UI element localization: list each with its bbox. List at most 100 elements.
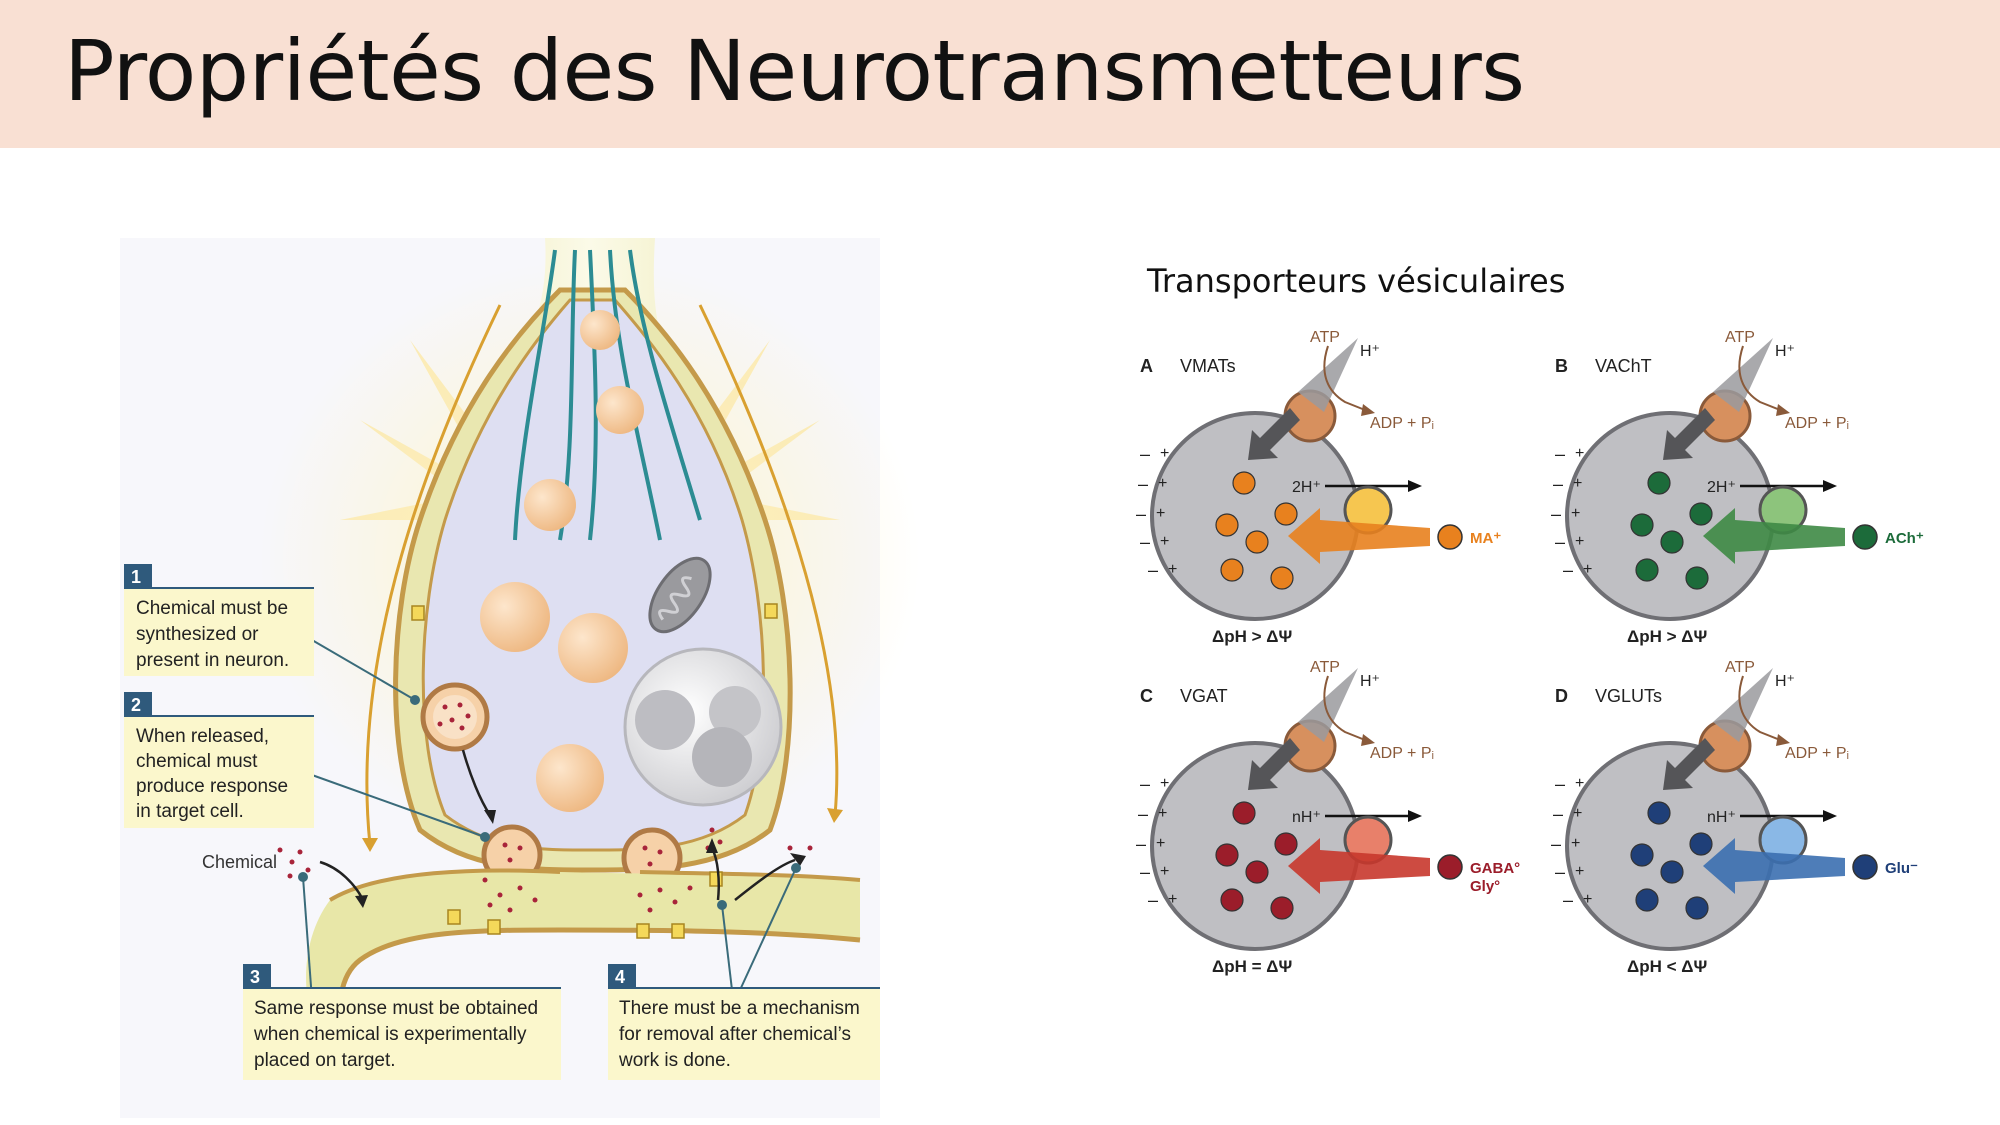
plus-charge: + xyxy=(1575,445,1584,462)
proton-efflux-head xyxy=(1408,810,1422,822)
ligand-label-2: Gly° xyxy=(1470,878,1500,895)
transmitter-molecule xyxy=(1274,502,1298,526)
transmitter-molecule xyxy=(1635,888,1659,912)
adp-label: ADP + Pᵢ xyxy=(1370,415,1434,432)
minus-charge: – xyxy=(1140,862,1150,882)
adp-arrow-head xyxy=(1361,404,1375,416)
transmitter-molecule xyxy=(1660,860,1684,884)
slide-title: Propriétés des Neurotransmetteurs xyxy=(64,22,1525,120)
proton-efflux-head xyxy=(1823,810,1837,822)
transmitter-molecule xyxy=(1270,896,1294,920)
transporters-title: Transporteurs vésiculaires xyxy=(1147,262,1566,300)
minus-charge: – xyxy=(1551,834,1561,854)
transmitter-molecule xyxy=(1220,558,1244,582)
transmitter-molecule xyxy=(1220,888,1244,912)
transmitter-molecule xyxy=(1635,558,1659,582)
gradient-relation: ΔpH > ΔΨ xyxy=(1212,627,1292,646)
plus-charge: + xyxy=(1158,475,1167,492)
gradient-relation: ΔpH = ΔΨ xyxy=(1212,957,1292,976)
minus-charge: – xyxy=(1563,560,1573,580)
plus-charge: + xyxy=(1571,835,1580,852)
substrate-inflow-arrow xyxy=(1288,508,1430,564)
adp-arrow-head xyxy=(1361,734,1375,746)
proton-beam xyxy=(1298,338,1358,412)
transmitter-molecule xyxy=(1647,801,1671,825)
substrate-inflow-arrow xyxy=(1703,838,1845,894)
svg-text:There must be a mechanism: There must be a mechanism for removal af… xyxy=(618,998,865,1071)
atp-curve xyxy=(1738,345,1781,411)
minus-charge: – xyxy=(1555,444,1565,464)
minus-charge: – xyxy=(1148,890,1158,910)
ligand-molecule xyxy=(1437,524,1463,550)
gradient-relation: ΔpH > ΔΨ xyxy=(1627,627,1707,646)
svg-text:When released, chemical: When released, chemical must produce res… xyxy=(136,726,293,822)
postsynaptic-membrane xyxy=(337,927,861,1041)
minus-charge: – xyxy=(1563,890,1573,910)
panel-name: VMATs xyxy=(1180,356,1236,376)
atp-label: ATP xyxy=(1725,659,1755,676)
plus-charge: + xyxy=(1156,835,1165,852)
plus-charge: + xyxy=(1158,805,1167,822)
transmitter-molecule xyxy=(1274,832,1298,856)
transmitter-molecule xyxy=(1630,513,1654,537)
h-plus-label: H⁺ xyxy=(1775,343,1795,360)
mitochondrion xyxy=(648,556,712,634)
svg-text:4: 4 xyxy=(615,967,625,987)
minus-charge: – xyxy=(1140,774,1150,794)
plus-charge: + xyxy=(1575,533,1584,550)
proton-label: 2H⁺ xyxy=(1292,479,1321,496)
transmitter-molecule xyxy=(1660,530,1684,554)
ligand-label: MA⁺ xyxy=(1470,530,1501,547)
proton-inflow-arrow xyxy=(1248,408,1300,460)
minus-charge: – xyxy=(1555,774,1565,794)
vesicles xyxy=(480,310,644,812)
ligand-molecule xyxy=(1852,854,1878,880)
plus-charge: + xyxy=(1575,775,1584,792)
minus-charge: – xyxy=(1555,532,1565,552)
ligand-label: ACh⁺ xyxy=(1885,530,1924,547)
criterion-4: 4 There must be a mechanism for removal … xyxy=(608,964,880,1080)
transmitter-molecule xyxy=(1647,471,1671,495)
adp-label: ADP + Pᵢ xyxy=(1785,415,1849,432)
transmitter-molecule xyxy=(1685,566,1709,590)
title-bar xyxy=(0,0,2000,148)
panel-letter: C xyxy=(1140,686,1153,706)
proton-beam xyxy=(1713,668,1773,742)
panel-name: VGAT xyxy=(1180,686,1228,706)
atp-label: ATP xyxy=(1310,329,1340,346)
minus-charge: – xyxy=(1553,474,1563,494)
minus-charge: – xyxy=(1555,862,1565,882)
adp-label: ADP + Pᵢ xyxy=(1785,745,1849,762)
plus-charge: + xyxy=(1160,775,1169,792)
transmitter-molecule xyxy=(1270,566,1294,590)
atp-label: ATP xyxy=(1310,659,1340,676)
transmitter-molecule xyxy=(1232,801,1256,825)
proton-inflow-arrow xyxy=(1663,738,1715,790)
transmitter-molecule xyxy=(1245,860,1269,884)
h-plus-label: H⁺ xyxy=(1360,343,1380,360)
synapse-illustration: Chemical 1 Chemical must be synthesized … xyxy=(124,238,920,1080)
proton-inflow-arrow xyxy=(1248,738,1300,790)
svg-text:2: 2 xyxy=(131,695,141,715)
substrate-inflow-arrow xyxy=(1288,838,1430,894)
leader-lines xyxy=(298,639,801,1001)
ligand-molecule xyxy=(1852,524,1878,550)
adp-arrow-head xyxy=(1776,404,1790,416)
minus-charge: – xyxy=(1138,804,1148,824)
ligand-label: Glu⁻ xyxy=(1885,860,1918,877)
plus-charge: + xyxy=(1168,561,1177,578)
plus-charge: + xyxy=(1160,445,1169,462)
plus-charge: + xyxy=(1156,505,1165,522)
proton-label: 2H⁺ xyxy=(1707,479,1736,496)
transmitter-molecule xyxy=(1689,502,1713,526)
transmitter-molecule xyxy=(1215,513,1239,537)
plus-charge: + xyxy=(1573,805,1582,822)
minus-charge: – xyxy=(1140,444,1150,464)
panel-letter: A xyxy=(1140,356,1153,376)
plus-charge: + xyxy=(1160,533,1169,550)
minus-charge: – xyxy=(1140,532,1150,552)
svg-text:1: 1 xyxy=(131,567,141,587)
